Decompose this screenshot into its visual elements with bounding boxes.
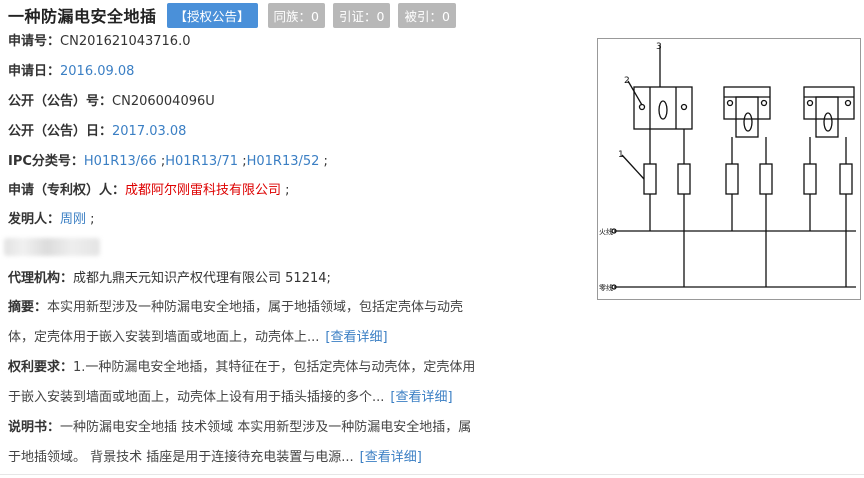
socket-housing [633, 86, 693, 130]
claims-text-2: 于嵌入安装到墙面或地面上，动壳体上设有用于插头插接的多个... [8, 390, 385, 405]
redacted-field [4, 238, 100, 256]
application-date-label: 申请日： [8, 64, 61, 79]
description-section: 说明书：一种防漏电安全地插 技术领域 本实用新型涉及一种防漏电安全地插，属 于地… [8, 413, 508, 473]
circuit-diagram: 3 2 1 火线 零线 [599, 42, 856, 292]
abstract-more-link[interactable]: [查看详细] [325, 330, 388, 345]
ipc-row: IPC分类号：H01R13/66 ;H01R13/71 ;H01R13/52 ; [8, 153, 328, 171]
ipc-separator: ; [319, 154, 328, 169]
socket-housing [803, 86, 855, 120]
label-2: 2 [624, 76, 630, 86]
inventor-link[interactable]: 周刚 [60, 212, 87, 227]
label-1: 1 [618, 150, 624, 160]
applicant-separator: ; [281, 183, 290, 198]
application-number-label: 申请号： [8, 34, 61, 49]
description-text-1: 一种防漏电安全地插 技术领域 本实用新型涉及一种防漏电安全地插，属 [60, 420, 472, 435]
claims-more-link[interactable]: [查看详细] [390, 390, 453, 405]
agency-value: 成都九鼎天元知识产权代理有限公司 51214; [73, 271, 331, 286]
cited-by-count-badge[interactable]: 被引：0 [398, 2, 456, 28]
switch-block [759, 163, 773, 195]
neutral-line-label: 零线 [599, 283, 613, 292]
label-3: 3 [656, 42, 662, 52]
claims-text-1: 1.一种防漏电安全地插，其特征在于，包括定壳体与动壳体，定壳体用 [73, 360, 476, 375]
publication-number-value: CN206004096U [112, 94, 215, 109]
live-line-label: 火线 [599, 227, 613, 236]
switch-block [839, 163, 853, 195]
ipc-link[interactable]: H01R13/66 [83, 154, 157, 169]
claims-label: 权利要求： [8, 360, 74, 375]
application-number-value: CN201621043716.0 [60, 34, 191, 49]
applicant-label: 申请（专利权）人： [8, 183, 126, 198]
description-more-link[interactable]: [查看详细] [359, 450, 422, 465]
abstract-text-1: 本实用新型涉及一种防漏电安全地插，属于地插领域，包括定壳体与动壳 [47, 300, 464, 315]
switch-block [725, 163, 739, 195]
agency-label: 代理机构： [8, 271, 74, 286]
ipc-separator: ; [156, 154, 166, 169]
publication-number-row: 公开（公告）号：CN206004096U [8, 93, 215, 111]
inventor-separator: ; [86, 212, 95, 227]
switch-block [677, 163, 691, 195]
abstract-section: 摘要：本实用新型涉及一种防漏电安全地插，属于地插领域，包括定壳体与动壳 体，定壳… [8, 293, 508, 353]
inventor-label: 发明人： [8, 212, 61, 227]
inventor-row: 发明人：周刚 ; [8, 211, 95, 229]
citation-count-badge[interactable]: 引证：0 [332, 2, 391, 28]
agency-row: 代理机构：成都九鼎天元知识产权代理有限公司 51214; [8, 270, 331, 288]
patent-title[interactable]: 一种防漏电安全地插 [8, 7, 157, 26]
description-text-2: 于地插领域。 背景技术 插座是用于连接待充电装置与电源... [8, 450, 354, 465]
abstract-text-2: 体，定壳体用于嵌入安装到墙面或地面上，动壳体上... [8, 330, 320, 345]
publication-date-row: 公开（公告）日：2017.03.08 [8, 123, 186, 141]
claims-line-2: 于嵌入安装到墙面或地面上，动壳体上设有用于插头插接的多个... [查看详细] [8, 383, 508, 413]
application-date-link[interactable]: 2016.09.08 [60, 64, 135, 79]
ipc-link[interactable]: H01R13/52 [246, 154, 320, 169]
ipc-label: IPC分类号： [8, 154, 84, 169]
patent-drawing-thumbnail[interactable]: 3 2 1 火线 零线 [597, 38, 861, 300]
claims-line-1: 权利要求：1.一种防漏电安全地插，其特征在于，包括定壳体与动壳体，定壳体用 [8, 353, 508, 383]
switch-block [643, 163, 657, 195]
description-line-1: 说明书：一种防漏电安全地插 技术领域 本实用新型涉及一种防漏电安全地插，属 [8, 413, 508, 443]
socket-housing [723, 86, 771, 120]
application-number-row: 申请号：CN201621043716.0 [8, 33, 190, 51]
claims-section: 权利要求：1.一种防漏电安全地插，其特征在于，包括定壳体与动壳体，定壳体用 于嵌… [8, 353, 508, 413]
grant-badge: 【授权公告】 [166, 2, 258, 28]
description-line-2: 于地插领域。 背景技术 插座是用于连接待充电装置与电源... [查看详细] [8, 443, 508, 473]
title-row: 一种防漏电安全地插 【授权公告】 同族：0 引证：0 被引：0 [8, 2, 464, 28]
abstract-line-2: 体，定壳体用于嵌入安装到墙面或地面上，动壳体上... [查看详细] [8, 323, 508, 353]
abstract-line-1: 摘要：本实用新型涉及一种防漏电安全地插，属于地插领域，包括定壳体与动壳 [8, 293, 508, 323]
publication-date-link[interactable]: 2017.03.08 [112, 124, 187, 139]
ipc-link[interactable]: H01R13/71 [165, 154, 239, 169]
bottom-divider [0, 474, 864, 475]
publication-number-label: 公开（公告）号： [8, 94, 113, 109]
applicant-row: 申请（专利权）人：成都阿尔刚雷科技有限公司 ; [8, 182, 290, 200]
application-date-row: 申请日：2016.09.08 [8, 63, 134, 81]
switch-block [803, 163, 817, 195]
abstract-label: 摘要： [8, 300, 48, 315]
applicant-link[interactable]: 成都阿尔刚雷科技有限公司 [125, 183, 282, 198]
family-count-badge[interactable]: 同族：0 [267, 2, 325, 28]
description-label: 说明书： [8, 420, 61, 435]
publication-date-label: 公开（公告）日： [8, 124, 113, 139]
ipc-separator: ; [238, 154, 247, 169]
